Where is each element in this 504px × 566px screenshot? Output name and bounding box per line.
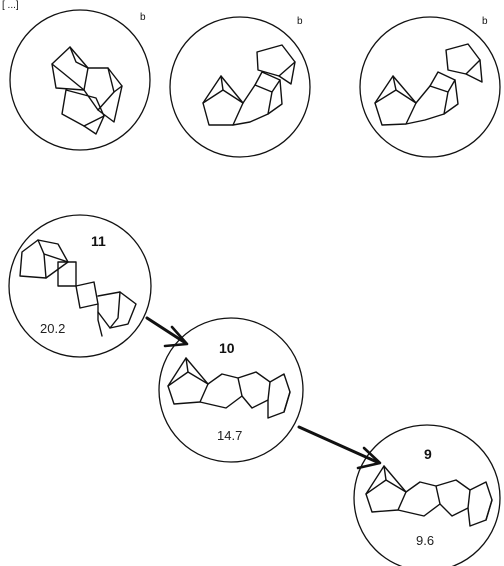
molecule-top-1 <box>51 46 123 135</box>
molecule-11 <box>19 239 137 337</box>
compound-9-value: 9.6 <box>416 533 434 548</box>
compound-11-value: 20.2 <box>40 321 65 336</box>
compound-11-circle <box>8 214 152 358</box>
compound-10-circle <box>158 317 304 463</box>
compound-10: 10 14.7 <box>158 317 304 463</box>
compound-9: 9 9.6 <box>353 424 501 566</box>
molecule-top-2 <box>202 44 296 126</box>
top-structure-3: b <box>359 16 501 158</box>
compound-11-label: 11 <box>91 233 106 249</box>
arrow-11-to-10 <box>145 316 189 348</box>
molecule-10 <box>167 357 291 419</box>
top-structure-2: b <box>169 16 311 158</box>
top-circle-2 <box>169 16 311 158</box>
molecule-9 <box>365 465 493 527</box>
arrow-10-to-9 <box>297 425 382 470</box>
footnote-b-2: b <box>297 16 303 27</box>
top-circle-1 <box>9 9 151 151</box>
corner-fragment: [ ...] <box>2 0 19 11</box>
compound-10-value: 14.7 <box>217 428 242 443</box>
molecule-top-3 <box>374 43 483 126</box>
compound-11: 11 20.2 <box>8 214 152 358</box>
compound-9-circle <box>353 424 501 566</box>
compound-10-label: 10 <box>219 340 235 356</box>
top-circle-3 <box>359 16 501 158</box>
compound-9-label: 9 <box>424 446 432 462</box>
footnote-b-3: b <box>482 16 488 27</box>
footnote-b-1: b <box>140 12 146 23</box>
top-structure-1: b <box>9 9 151 151</box>
